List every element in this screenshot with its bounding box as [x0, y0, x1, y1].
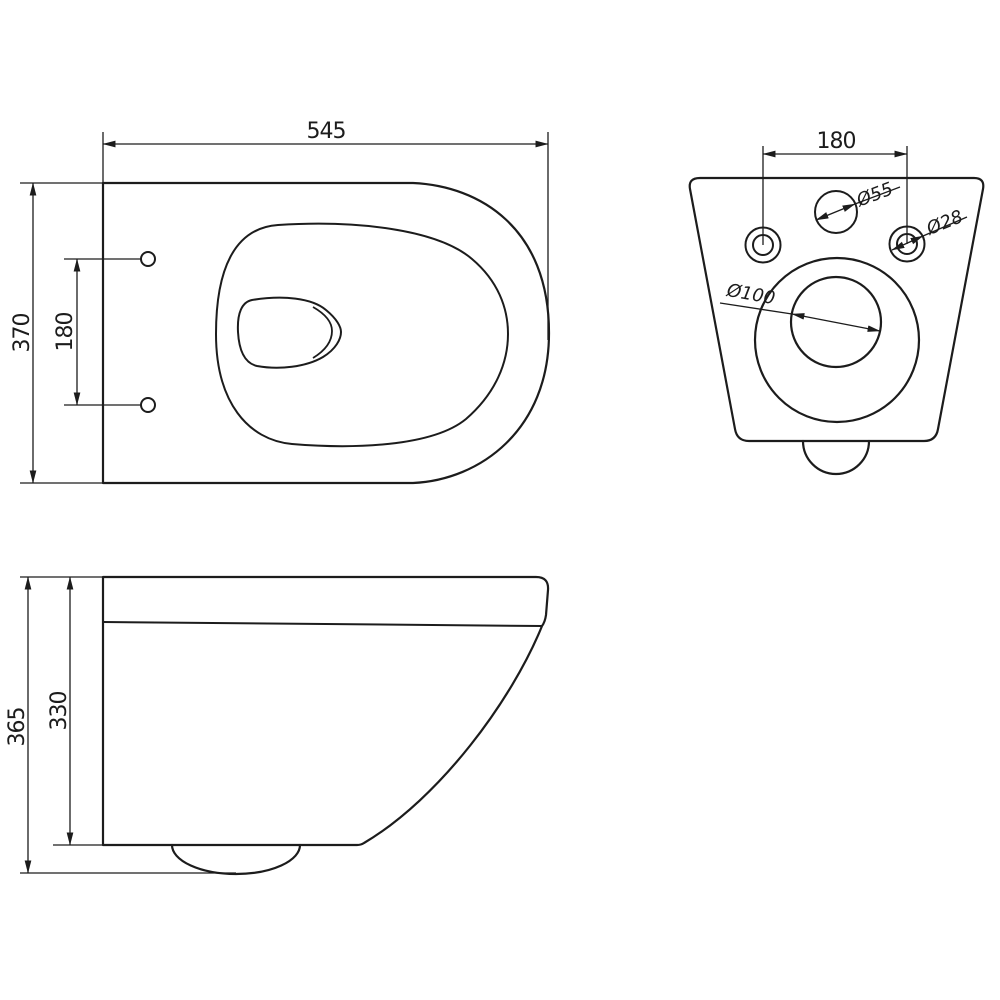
dia-leader-flush-inlet	[854, 186, 901, 205]
plan-bowl-inner-edge	[312, 306, 333, 359]
side-view: 365 330	[5, 575, 550, 876]
dim-label-width: 545	[307, 119, 346, 144]
rear-flush-inlet-circle	[814, 190, 858, 234]
dim-label-depth: 370	[10, 314, 35, 353]
dim-label-hole-spacing: 180	[53, 313, 78, 352]
dim-label-rear-hole-spacing: 180	[817, 129, 856, 154]
dia-line-mounting-hole	[891, 235, 924, 251]
dia-label-flush-inlet: Ø55	[853, 178, 896, 211]
plan-seat-outline	[215, 222, 509, 448]
dia-leader-mounting-hole	[922, 216, 968, 237]
side-body-outline	[101, 575, 550, 847]
plan-mounting-hole-bottom	[140, 397, 156, 413]
dia-line-outlet	[791, 313, 881, 332]
dim-label-body-height: 330	[47, 692, 72, 731]
plan-mounting-hole-top	[140, 251, 156, 267]
rear-view: 180 Ø55 Ø28 Ø100	[688, 129, 985, 476]
rear-body-outline	[688, 176, 985, 443]
top-view: 545 370 180	[10, 119, 551, 485]
side-rim-line	[102, 621, 543, 627]
rear-outlet-hole	[789, 275, 883, 369]
rear-bottom-dome	[801, 439, 871, 476]
dia-line-flush-inlet	[815, 203, 856, 221]
side-trap-dome	[170, 843, 302, 876]
plan-body-outline	[101, 181, 551, 485]
plan-bowl-outline	[236, 296, 342, 369]
dia-label-mounting-hole: Ø28	[923, 206, 966, 240]
rear-outlet-ring	[753, 256, 921, 424]
dia-leader-outlet	[719, 302, 793, 315]
dim-label-total-height: 365	[5, 708, 30, 747]
